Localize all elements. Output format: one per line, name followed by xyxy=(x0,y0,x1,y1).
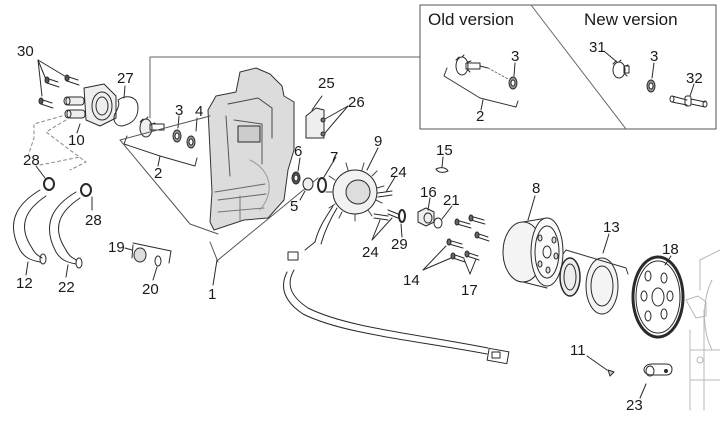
hose-22 xyxy=(48,191,83,278)
callout-14: 14 xyxy=(403,272,420,289)
callout-20: 20 xyxy=(142,281,159,298)
callout-11: 11 xyxy=(570,342,586,359)
callout-24-bottom: 24 xyxy=(362,244,379,261)
callout-19: 19 xyxy=(108,239,125,256)
circlip-29 xyxy=(398,209,406,238)
callout-13: 13 xyxy=(603,219,620,236)
hose-12 xyxy=(12,189,47,276)
old-version-label: Old version xyxy=(428,10,514,29)
callout-21: 21 xyxy=(443,192,460,209)
callout-inset-32: 32 xyxy=(686,70,703,87)
engine-block-background xyxy=(685,249,720,411)
seal-6 xyxy=(291,157,301,185)
plug-19-oring-20 xyxy=(124,242,172,281)
bracket-23 xyxy=(639,363,673,399)
starter-gear-18 xyxy=(631,255,685,339)
callout-10: 10 xyxy=(68,132,85,149)
callout-inset-2: 2 xyxy=(476,108,485,125)
washer-21 xyxy=(433,205,453,229)
callout-23: 23 xyxy=(626,397,643,414)
callout-12: 12 xyxy=(16,275,33,292)
callout-7: 7 xyxy=(330,149,339,166)
nut-16 xyxy=(417,197,435,227)
inset-leader-32 xyxy=(689,83,695,97)
callout-30: 30 xyxy=(17,43,34,60)
callout-28-right: 28 xyxy=(85,212,102,229)
key-15 xyxy=(435,156,449,173)
bushing-5 xyxy=(299,177,314,201)
screws-24b xyxy=(371,209,399,241)
callout-22: 22 xyxy=(58,279,75,296)
callout-1: 1 xyxy=(208,286,217,303)
screws-group xyxy=(422,214,490,275)
hose-clamp-28a xyxy=(35,165,55,191)
callout-24-top: 24 xyxy=(390,164,407,181)
seal-3 xyxy=(172,115,182,143)
new-version-label: New version xyxy=(584,10,678,29)
ring-7 xyxy=(317,156,337,193)
inset-connector-line xyxy=(149,56,421,119)
inset-old-bracket xyxy=(443,67,519,108)
seal-4 xyxy=(186,117,198,149)
callout-27: 27 xyxy=(117,70,134,87)
callout-8: 8 xyxy=(532,180,541,197)
inset-new-impeller-icon xyxy=(612,59,630,79)
inset-leader-2 xyxy=(480,99,484,111)
water-pump-cover-10 xyxy=(63,83,117,134)
callout-3: 3 xyxy=(175,102,184,119)
callout-2: 2 xyxy=(154,165,163,182)
screws-24a xyxy=(377,176,396,198)
inset-leader-3b xyxy=(651,62,655,79)
plate-25 xyxy=(305,95,325,139)
stator-9 xyxy=(283,147,510,365)
callout-15: 15 xyxy=(436,142,453,159)
callout-16: 16 xyxy=(420,184,437,201)
pin-11 xyxy=(586,355,615,377)
inset-new-seal-icon xyxy=(646,79,656,93)
callout-inset-3-new: 3 xyxy=(650,48,659,65)
callout-inset-3-old: 3 xyxy=(511,48,520,65)
hose-routing-dashed xyxy=(27,115,87,171)
pump-shaft-2 xyxy=(123,116,198,167)
inset-old-shaft-icon xyxy=(455,54,509,80)
callout-18: 18 xyxy=(662,241,679,258)
inset-leader-31 xyxy=(604,51,618,63)
callout-4: 4 xyxy=(195,103,204,120)
flywheel-rotor-8 xyxy=(502,195,564,289)
callout-inset-31: 31 xyxy=(589,39,606,56)
callout-26: 26 xyxy=(348,94,365,111)
callout-29: 29 xyxy=(391,236,408,253)
crankcase-cover-1 xyxy=(119,67,319,286)
screws-26 xyxy=(320,105,349,137)
version-inset-box xyxy=(419,4,717,130)
inset-new-shaft-icon xyxy=(669,95,708,108)
starter-clutch-13 xyxy=(559,233,629,315)
inset-leader-3a xyxy=(513,62,516,77)
screws-30-group xyxy=(37,59,80,109)
callout-25: 25 xyxy=(318,75,335,92)
callout-9: 9 xyxy=(374,133,383,150)
callout-28-left: 28 xyxy=(23,152,40,169)
callout-17: 17 xyxy=(461,282,478,299)
hose-clamp-28b xyxy=(80,183,93,211)
gasket-27 xyxy=(113,85,139,127)
inset-old-seal-icon xyxy=(508,76,518,90)
callout-5: 5 xyxy=(290,198,299,215)
callout-6: 6 xyxy=(294,143,303,160)
